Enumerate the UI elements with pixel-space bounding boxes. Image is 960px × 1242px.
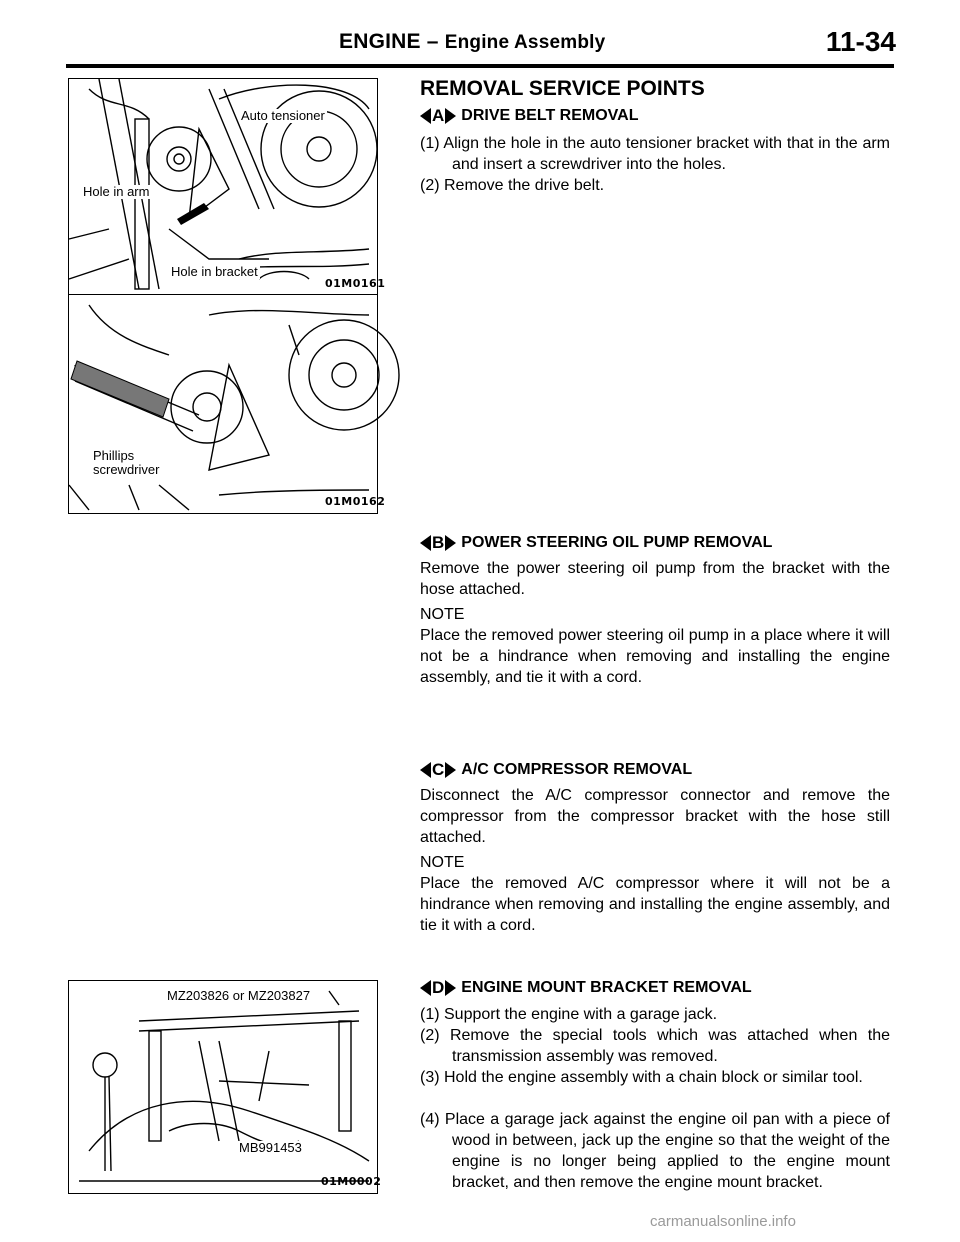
section-subtitle: Engine Assembly [444, 32, 606, 53]
step-4: (4) Place a garage jack against the engi… [420, 1111, 890, 1191]
label-phillips: Phillips [91, 448, 137, 463]
figure-engine-mount: MZ203826 or MZ203827 MB991453 01M0002 [68, 980, 382, 1194]
paragraph-body: Remove the power steering oil pump from … [420, 560, 890, 598]
heading-ac-compressor-removal: C A/C COMPRESSOR REMOVAL [420, 760, 692, 780]
note-label: NOTE [420, 854, 465, 871]
label-mz203826: MZ203826 or MZ203827 [165, 988, 313, 1003]
triangle-left-icon [420, 535, 431, 551]
figure-phillips-screwdriver: Phillips screwdriver 01M0162 [68, 294, 400, 514]
header-rule [66, 64, 894, 68]
service-point-badge: B [420, 533, 457, 553]
triangle-left-icon [420, 108, 431, 124]
label-auto-tensioner: Auto tensioner [239, 108, 327, 123]
triangle-right-icon [445, 762, 457, 778]
step-2: (2) Remove the special tools which was a… [420, 1027, 890, 1065]
note-label: NOTE [420, 606, 465, 623]
triangle-right-icon [445, 108, 457, 124]
triangle-left-icon [420, 980, 431, 996]
chapter-title: ENGINE [339, 30, 421, 53]
screwdriver-illustration [68, 304, 400, 511]
step-1: (1) Align the hole in the auto tensioner… [420, 135, 890, 173]
figure-auto-tensioner: Auto tensioner Hole in arm Hole in brack… [68, 78, 385, 296]
label-hole-in-bracket: Hole in bracket [169, 264, 260, 279]
service-point-badge: D [420, 978, 457, 998]
heading-drive-belt-removal: A DRIVE BELT REMOVAL [420, 106, 638, 126]
section-title: REMOVAL SERVICE POINTS [420, 77, 705, 100]
service-point-badge: C [420, 760, 457, 780]
heading-power-steering-pump-removal: B POWER STEERING OIL PUMP REMOVAL [420, 533, 772, 553]
label-hole-in-arm: Hole in arm [81, 184, 152, 199]
triangle-right-icon [445, 535, 457, 551]
triangle-left-icon [420, 762, 431, 778]
triangle-right-icon [445, 980, 457, 996]
service-point-badge: A [420, 106, 457, 126]
figure-code: 01M0002 [321, 1175, 382, 1188]
step-1: (1) Support the engine with a garage jac… [420, 1006, 718, 1023]
figure-code: 01M0162 [325, 495, 386, 508]
label-mb991453: MB991453 [237, 1140, 304, 1155]
note-body: Place the removed A/C compressor where i… [420, 875, 890, 934]
arrow-icon [177, 203, 209, 225]
paragraph-body: Disconnect the A/C compressor connector … [420, 787, 890, 846]
engine-hoist-illustration [79, 990, 370, 1182]
step-3: (3) Hold the engine assembly with a chai… [420, 1069, 863, 1086]
auto-tensioner-illustration [68, 78, 378, 290]
step-2: (2) Remove the drive belt. [420, 177, 605, 194]
label-screwdriver: screwdriver [91, 462, 162, 477]
figure-code: 01M0161 [325, 277, 386, 290]
note-body: Place the removed power steering oil pum… [420, 627, 890, 686]
heading-engine-mount-bracket-removal: D ENGINE MOUNT BRACKET REMOVAL [420, 978, 752, 998]
footer-watermark: carmanualsonline.info [650, 1213, 796, 1230]
page-number: 11-34 [825, 26, 896, 57]
page-header-title: ENGINE – Engine Assembly [339, 30, 605, 54]
header-dash: – [426, 30, 439, 53]
